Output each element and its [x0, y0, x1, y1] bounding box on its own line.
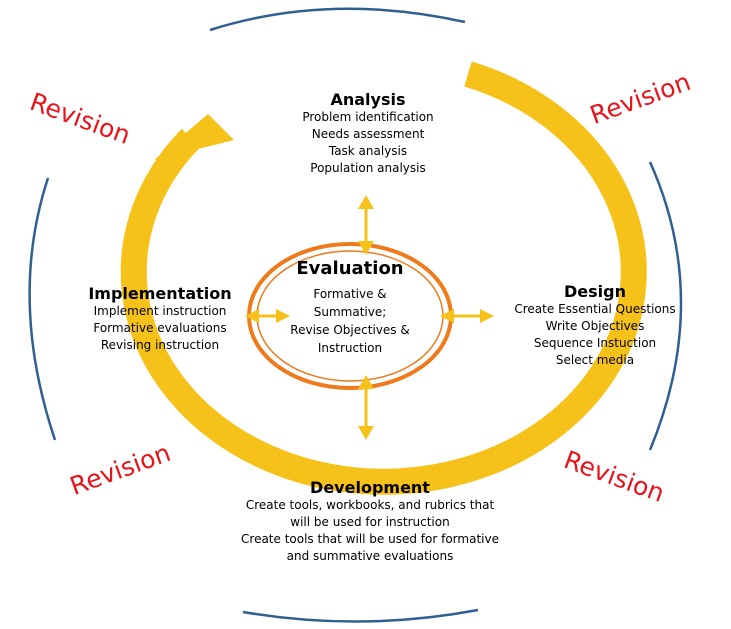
outer-ring-right: [648, 161, 683, 451]
evaluation-line: Instruction: [317, 341, 383, 355]
outer-ring: [28, 7, 683, 623]
cycle-arrow-head: [154, 114, 234, 160]
arrow-analysis-evaluation: [358, 195, 374, 255]
design-box: Design Create Essential Questions Write …: [495, 282, 695, 369]
design-line: Write Objectives: [545, 319, 645, 333]
cycle-arrow-arc: [120, 61, 647, 495]
arrow-evaluation-development: [358, 375, 374, 440]
analysis-line: Needs assessment: [311, 127, 425, 141]
development-line: Create tools, workbooks, and rubrics tha…: [245, 498, 495, 512]
analysis-line: Task analysis: [328, 144, 408, 158]
development-box: Development Create tools, workbooks, and…: [220, 478, 520, 565]
evaluation-box: Evaluation Formative & Summative; Revise…: [270, 258, 430, 357]
outer-ring-top: [209, 7, 466, 32]
development-title: Development: [310, 478, 430, 497]
design-title: Design: [564, 282, 626, 301]
design-line: Select media: [555, 353, 635, 367]
outer-ring-left: [28, 177, 57, 441]
design-line: Create Essential Questions: [514, 302, 676, 316]
implementation-box: Implementation Implement instruction For…: [75, 284, 245, 354]
development-line: will be used for instruction: [290, 515, 450, 529]
design-line: Sequence Instuction: [533, 336, 657, 350]
arrow-evaluation-design: [440, 309, 494, 323]
evaluation-line: Summative;: [313, 305, 387, 319]
analysis-box: Analysis Problem identification Needs as…: [268, 90, 468, 177]
evaluation-line: Revise Objectives &: [290, 323, 410, 337]
evaluation-title: Evaluation: [296, 258, 404, 279]
evaluation-line: Formative &: [313, 287, 387, 301]
development-line: Create tools that will be used for forma…: [241, 532, 499, 546]
analysis-line: Population analysis: [310, 161, 426, 175]
outer-ring-bottom: [242, 608, 479, 623]
connector-arrows: [245, 195, 494, 440]
development-line: and summative evaluations: [286, 549, 454, 563]
analysis-line: Problem identification: [302, 110, 434, 124]
implementation-line: Formative evaluations: [93, 321, 227, 335]
arrow-implementation-evaluation: [245, 309, 290, 323]
analysis-title: Analysis: [330, 90, 406, 109]
implementation-line: Implement instruction: [93, 304, 227, 318]
implementation-title: Implementation: [88, 284, 232, 303]
implementation-line: Revising instruction: [100, 338, 220, 352]
